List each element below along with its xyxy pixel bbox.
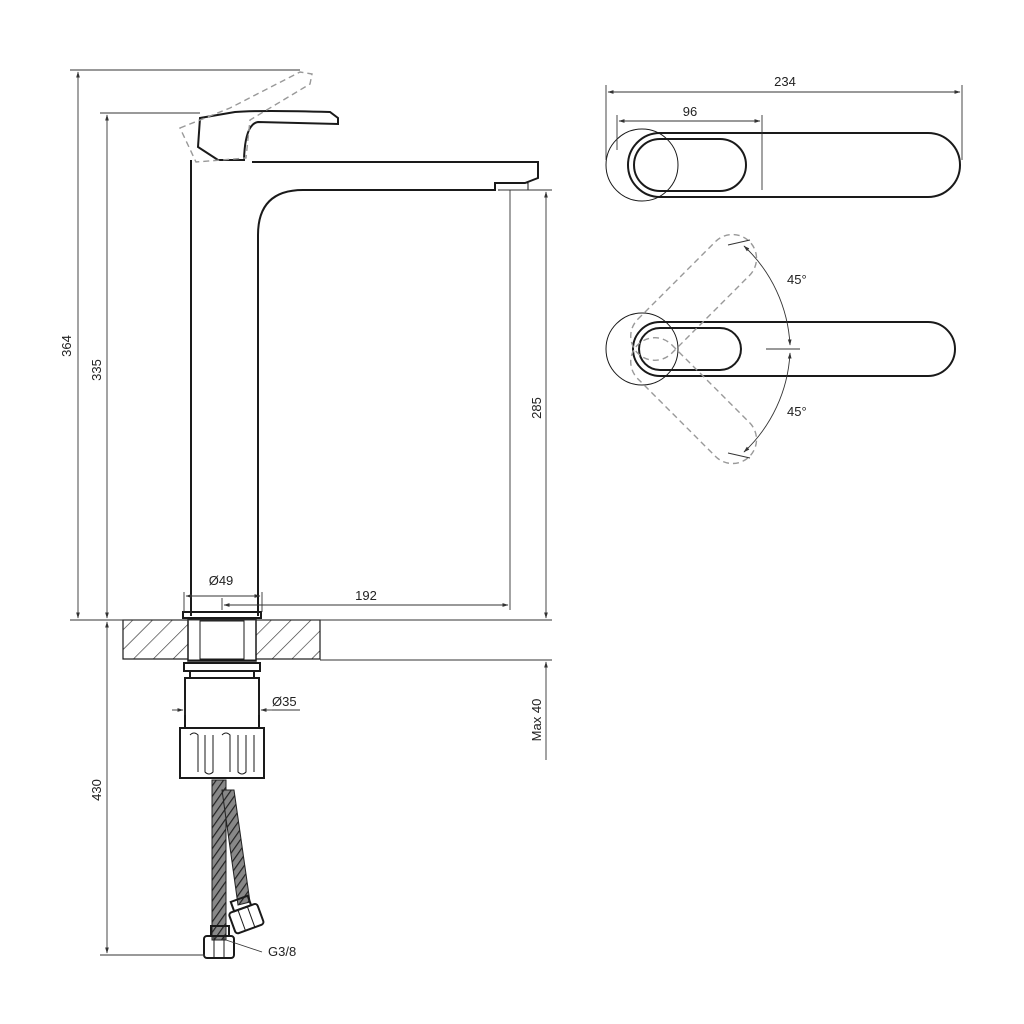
label-430: 430 bbox=[89, 779, 104, 801]
top-view-rotation: 45° 45° bbox=[605, 233, 956, 465]
angle-arc-top bbox=[743, 245, 792, 346]
lever-open-position bbox=[179, 71, 313, 163]
base-circle-2 bbox=[605, 312, 679, 386]
countertop bbox=[122, 618, 321, 662]
base-circle bbox=[605, 128, 679, 202]
lever-grip-2 bbox=[638, 327, 742, 371]
label-192: 192 bbox=[355, 588, 377, 603]
mounting-nut bbox=[179, 727, 265, 779]
spout-aerator bbox=[498, 182, 529, 191]
label-45-bottom: 45° bbox=[787, 404, 807, 419]
lever-grip bbox=[633, 138, 747, 192]
shank bbox=[184, 677, 260, 729]
angle-arc-bottom bbox=[743, 352, 792, 453]
label-d49: Ø49 bbox=[209, 573, 234, 588]
thread-leader bbox=[225, 939, 263, 953]
label-364: 364 bbox=[59, 335, 74, 357]
fitting-1-nut bbox=[203, 935, 235, 959]
lever-handle bbox=[196, 110, 339, 161]
label-285: 285 bbox=[529, 397, 544, 419]
hose-1 bbox=[211, 779, 227, 941]
label-g38: G3/8 bbox=[268, 944, 296, 959]
washer-2 bbox=[189, 670, 255, 679]
faucet-body bbox=[190, 160, 539, 616]
label-max40: Max 40 bbox=[529, 699, 544, 742]
hoses bbox=[203, 779, 265, 959]
dimension-labels: 364 335 285 Max 40 430 Ø49 192 Ø35 G3/8 bbox=[59, 335, 544, 959]
label-45-top: 45° bbox=[787, 272, 807, 287]
label-d35: Ø35 bbox=[272, 694, 297, 709]
mounting-kit bbox=[179, 662, 265, 779]
side-view bbox=[179, 71, 539, 619]
washer bbox=[183, 662, 261, 672]
dimension-lines bbox=[70, 69, 552, 956]
lever-top-2 bbox=[632, 321, 956, 377]
top-view-straight: 234 96 bbox=[605, 74, 963, 202]
label-96: 96 bbox=[683, 104, 697, 119]
label-234: 234 bbox=[774, 74, 796, 89]
lever-top bbox=[627, 132, 961, 198]
base-plate bbox=[182, 611, 262, 619]
label-335: 335 bbox=[89, 359, 104, 381]
fitting-2 bbox=[228, 894, 265, 935]
